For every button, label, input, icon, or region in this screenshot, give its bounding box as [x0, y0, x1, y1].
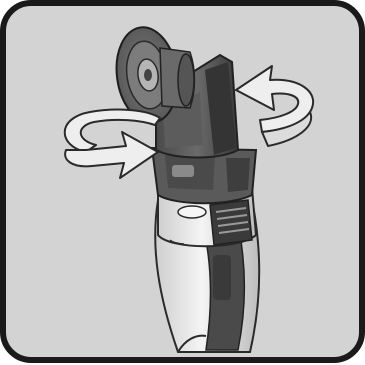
instruction-illustration: [0, 0, 365, 365]
illustration-svg: [0, 0, 365, 365]
